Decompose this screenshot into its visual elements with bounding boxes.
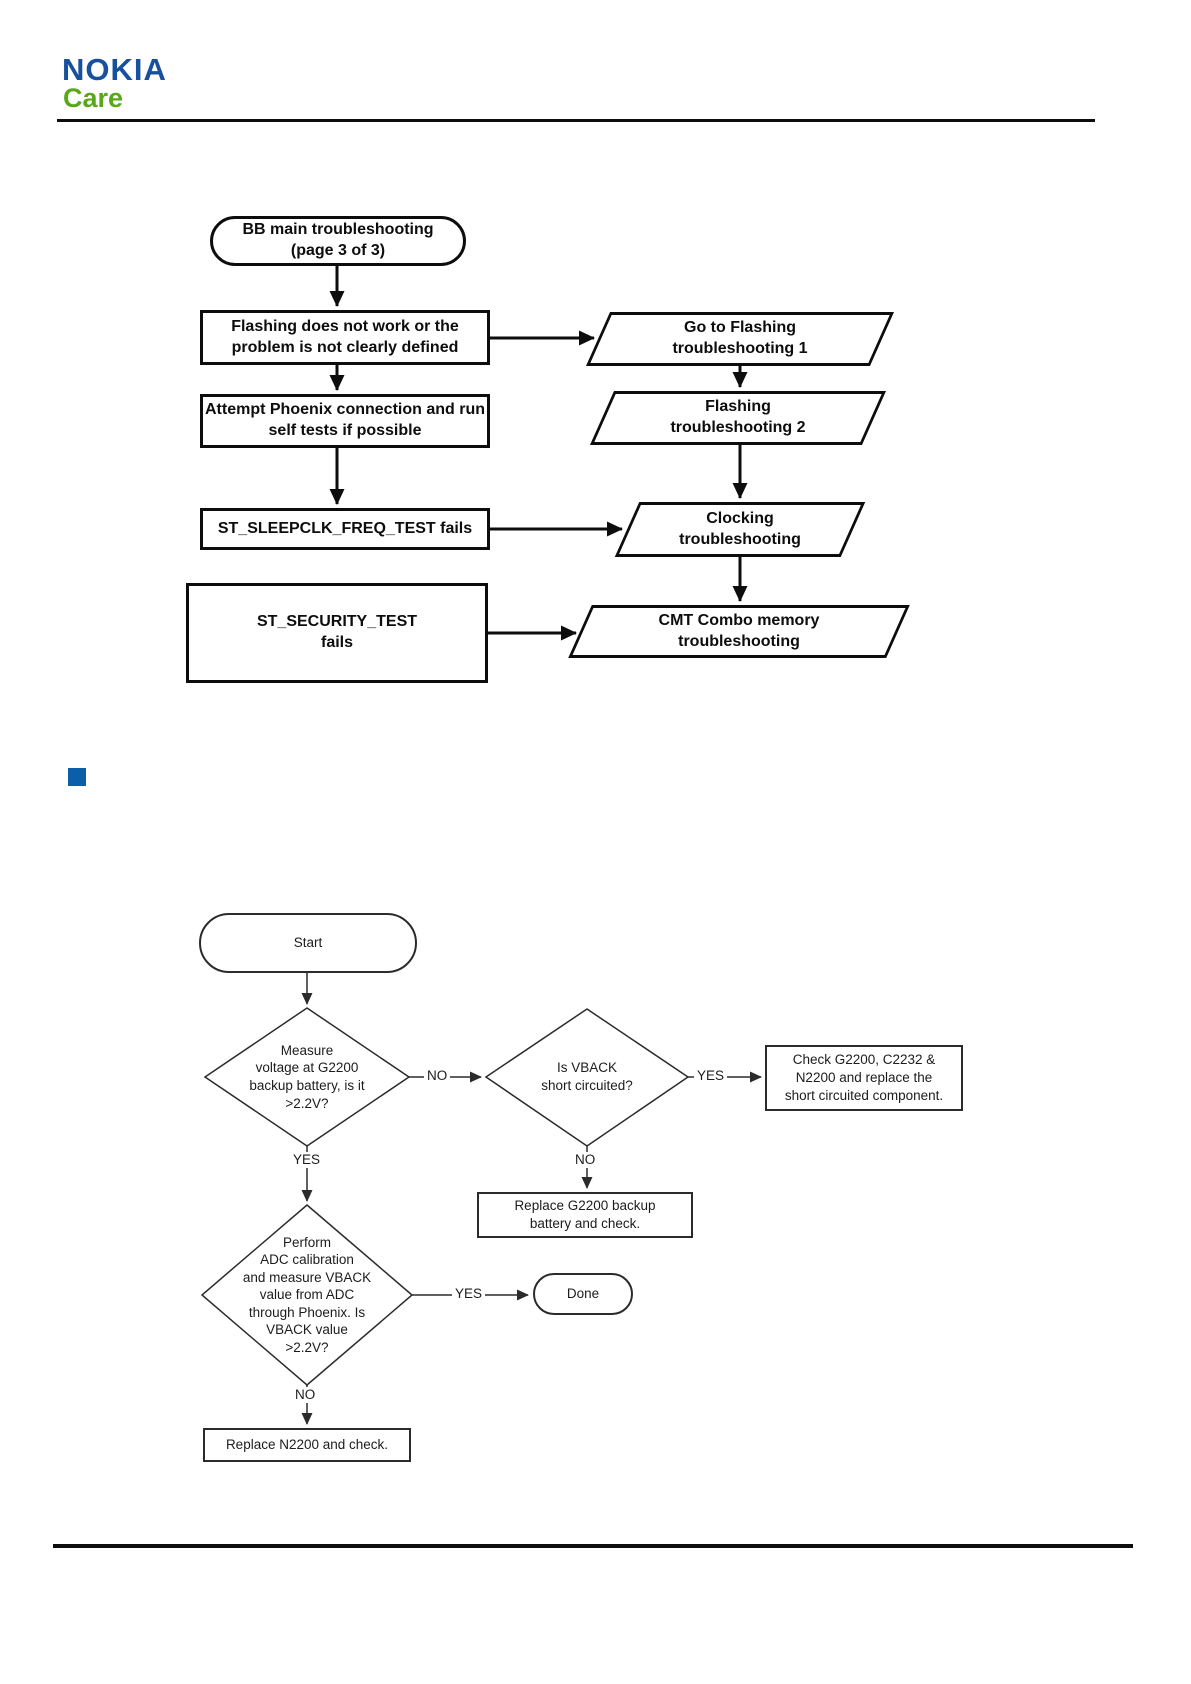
label-line: ST_SLEEPCLK_FREQ_TEST fails xyxy=(217,519,473,537)
label-line: Start xyxy=(293,934,323,950)
section-bullet-icon xyxy=(68,768,86,786)
label-line: Flashing does not work or the xyxy=(231,317,459,335)
label-line: Clocking xyxy=(706,509,774,527)
label-line: Attempt Phoenix connection and run xyxy=(204,401,485,419)
decision-measure-voltage-label: Measure voltage at G2200 backup battery,… xyxy=(207,1035,407,1119)
label-line: and measure VBACK xyxy=(242,1269,372,1285)
decision-adc-calibration-label: Perform ADC calibration and measure VBAC… xyxy=(207,1233,407,1357)
decision-vback-short-shape xyxy=(484,1008,690,1147)
reference-flashing-troubleshooting-2: Flashing troubleshooting 2 xyxy=(589,391,887,445)
process-check-components: Check G2200, C2232 & N2200 and replace t… xyxy=(765,1045,963,1111)
label-line: Go to Flashing xyxy=(684,319,796,337)
edge-label-no: NO xyxy=(424,1068,451,1084)
label-line: troubleshooting xyxy=(679,530,801,548)
label-line: problem is not clearly defined xyxy=(231,338,459,356)
care-logo: Care xyxy=(63,83,124,113)
label-line: (page 3 of 3) xyxy=(290,242,386,259)
process-security-test-fails: ST_SECURITY_TEST fails xyxy=(186,583,488,683)
decision-vback-short-label: Is VBACK short circuited? xyxy=(487,1056,687,1098)
label-line: Perform xyxy=(282,1234,331,1250)
edge-label-yes: YES xyxy=(452,1286,486,1302)
label-line: Replace G2200 backup xyxy=(514,1197,656,1213)
nokia-logo: NOKIA xyxy=(62,52,167,87)
process-flashing-not-work: Flashing does not work or the problem is… xyxy=(200,310,490,365)
label-line: troubleshooting 1 xyxy=(672,340,808,357)
label-line: fails xyxy=(320,634,353,651)
label-line: Done xyxy=(566,1285,600,1301)
label-line: through Phoenix. Is xyxy=(248,1304,366,1320)
process-sleepclk-test-fails: ST_SLEEPCLK_FREQ_TEST fails xyxy=(200,508,490,550)
decision-measure-voltage-shape xyxy=(203,1007,411,1147)
label-line: Measure xyxy=(280,1042,334,1058)
header-rule xyxy=(57,119,1095,122)
label-line: N2200 and replace the xyxy=(795,1069,933,1085)
label-line: CMT Combo memory xyxy=(658,611,820,629)
label-line: backup battery, is it xyxy=(249,1078,365,1093)
edge-label-yes: YES xyxy=(290,1152,324,1168)
label-line: voltage at G2200 xyxy=(255,1060,359,1076)
label-line: battery and check. xyxy=(529,1216,641,1231)
label-line: short circuited component. xyxy=(784,1088,944,1104)
label-line: ST_SECURITY_TEST xyxy=(256,613,418,631)
process-replace-n2200: Replace N2200 and check. xyxy=(203,1428,411,1462)
process-attempt-phoenix: Attempt Phoenix connection and run self … xyxy=(200,394,490,448)
reference-flashing-troubleshooting-1: Go to Flashing troubleshooting 1 xyxy=(585,312,895,366)
label-line: troubleshooting 2 xyxy=(670,419,806,436)
label-line: BB main troubleshooting xyxy=(242,221,434,239)
label-line: Check G2200, C2232 & xyxy=(792,1051,936,1067)
label-line: Replace N2200 and check. xyxy=(225,1436,389,1452)
footer-rule xyxy=(53,1544,1133,1548)
edge-label-no: NO xyxy=(292,1387,319,1403)
edge-label-yes: YES xyxy=(694,1068,728,1084)
label-line: Is VBACK xyxy=(556,1060,618,1076)
label-line: ADC calibration xyxy=(260,1252,354,1268)
label-line: self tests if possible xyxy=(268,422,422,439)
terminator-bb-main-troubleshooting: BB main troubleshooting (page 3 of 3) xyxy=(210,216,466,266)
label-line: value from ADC xyxy=(259,1287,355,1303)
terminator-start: Start xyxy=(199,913,417,973)
process-replace-battery: Replace G2200 backup battery and check. xyxy=(477,1192,693,1238)
label-line: Flashing xyxy=(705,398,771,416)
reference-clocking-troubleshooting: Clocking troubleshooting xyxy=(614,502,866,557)
label-line: troubleshooting xyxy=(678,632,800,650)
terminator-done: Done xyxy=(533,1273,633,1315)
reference-cmt-combo-memory-troubleshooting: CMT Combo memory troubleshooting xyxy=(568,605,910,658)
label-line: short circuited? xyxy=(541,1078,633,1093)
decision-adc-calibration-shape xyxy=(200,1204,414,1386)
label-line: VBACK value xyxy=(266,1322,348,1338)
label-line: >2.2V? xyxy=(285,1095,329,1111)
label-line: >2.2V? xyxy=(285,1339,329,1355)
edge-label-no: NO xyxy=(572,1152,599,1168)
